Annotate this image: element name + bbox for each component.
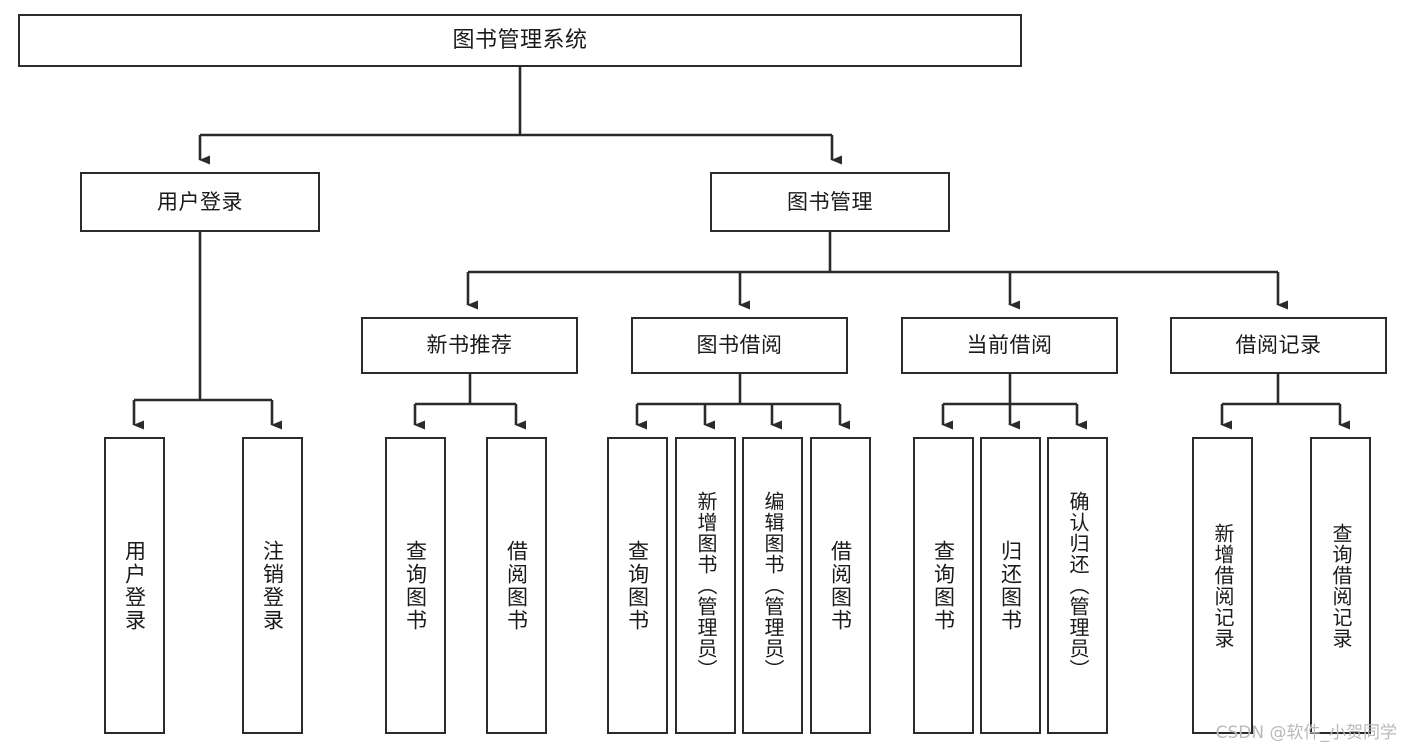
leaf-recommend-borrow-book[interactable]: 借阅图书 <box>486 437 547 734</box>
node-label: 当前借阅 <box>966 333 1053 358</box>
leaf-current-query-book[interactable]: 查询图书 <box>913 437 974 734</box>
node-label: 用户登录 <box>122 539 147 632</box>
leaf-user-login-logout[interactable]: 注销登录 <box>242 437 303 734</box>
node-label: 借阅图书 <box>504 539 529 632</box>
node-label: 查询图书 <box>625 539 650 632</box>
node-user-login[interactable]: 用户登录 <box>80 172 320 232</box>
leaf-current-return-book[interactable]: 归还图书 <box>980 437 1041 734</box>
node-borrow-record[interactable]: 借阅记录 <box>1170 317 1387 374</box>
node-label: 图书管理系统 <box>452 27 588 53</box>
node-new-book-recommend[interactable]: 新书推荐 <box>361 317 578 374</box>
node-label: 查询图书 <box>931 539 956 632</box>
leaf-record-add-record[interactable]: 新增借阅记录 <box>1192 437 1253 734</box>
node-label: 借阅记录 <box>1235 333 1322 358</box>
leaf-record-query-record[interactable]: 查询借阅记录 <box>1310 437 1371 734</box>
leaf-borrow-edit-book-admin[interactable]: 编辑图书（管理员） <box>742 437 803 734</box>
node-book-management[interactable]: 图书管理 <box>710 172 950 232</box>
leaf-recommend-query-book[interactable]: 查询图书 <box>385 437 446 734</box>
leaf-user-login-login[interactable]: 用户登录 <box>104 437 165 734</box>
node-label: 查询借阅记录 <box>1329 522 1353 649</box>
node-book-borrow[interactable]: 图书借阅 <box>631 317 848 374</box>
node-label: 图书管理 <box>787 189 873 214</box>
leaf-borrow-query-book[interactable]: 查询图书 <box>607 437 668 734</box>
node-label: 注销登录 <box>260 539 285 632</box>
leaf-current-confirm-return-admin[interactable]: 确认归还（管理员） <box>1047 437 1108 734</box>
leaf-borrow-add-book-admin[interactable]: 新增图书（管理员） <box>675 437 736 734</box>
node-label: 图书借阅 <box>696 333 783 358</box>
node-label: 归还图书 <box>998 539 1023 632</box>
node-label: 查询图书 <box>403 539 428 632</box>
node-label: 确认归还（管理员） <box>1066 491 1090 680</box>
watermark: CSDN @软件_小贺同学 <box>1215 723 1397 743</box>
node-current-borrow[interactable]: 当前借阅 <box>901 317 1118 374</box>
node-label: 用户登录 <box>157 189 243 214</box>
node-label: 新增借阅记录 <box>1211 522 1235 649</box>
leaf-borrow-borrow-book[interactable]: 借阅图书 <box>810 437 871 734</box>
node-root-system[interactable]: 图书管理系统 <box>18 14 1022 67</box>
node-label: 新书推荐 <box>426 333 513 358</box>
node-label: 编辑图书（管理员） <box>761 491 785 680</box>
node-label: 新增图书（管理员） <box>694 491 718 680</box>
node-label: 借阅图书 <box>828 539 853 632</box>
